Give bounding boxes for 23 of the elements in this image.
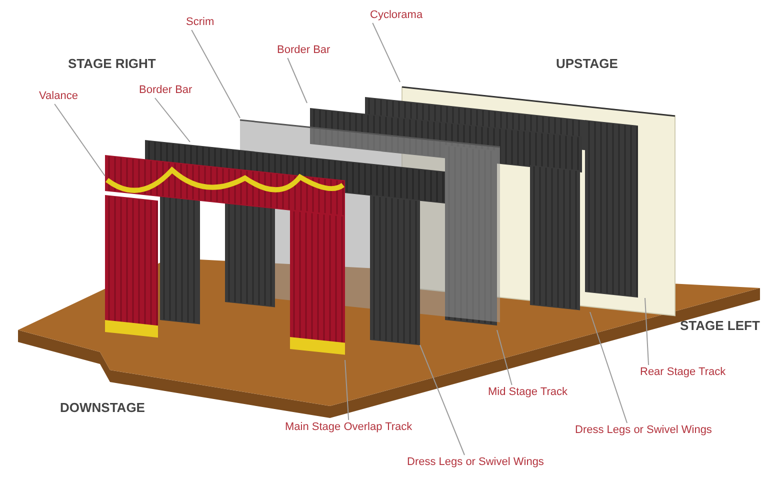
leader-line — [191, 30, 240, 118]
leader-line — [644, 298, 650, 366]
leader-line — [54, 104, 106, 176]
callout-label: Scrim — [186, 16, 214, 29]
callout-label: Dress Legs or Swivel Wings — [575, 424, 712, 437]
leader-line — [420, 344, 466, 456]
callout-label: Dress Legs or Swivel Wings — [407, 456, 544, 469]
stage-direction-label: STAGE LEFT — [680, 318, 760, 333]
leader-line — [496, 330, 512, 386]
callout-label: Main Stage Overlap Track — [285, 421, 412, 434]
callout-label: Cyclorama — [370, 9, 423, 22]
leader-line — [154, 98, 190, 142]
leader-line — [372, 22, 400, 82]
callout-label: Border Bar — [139, 84, 192, 97]
callout-label: Border Bar — [277, 44, 330, 57]
stage-direction-label: UPSTAGE — [556, 56, 618, 71]
callout-label: Mid Stage Track — [488, 386, 568, 399]
stage-direction-label: DOWNSTAGE — [60, 400, 145, 415]
leader-line — [590, 312, 628, 424]
callout-label: Valance — [39, 90, 78, 103]
leader-line — [287, 58, 308, 104]
callout-label: Rear Stage Track — [640, 366, 726, 379]
stage-direction-label: STAGE RIGHT — [68, 56, 156, 71]
